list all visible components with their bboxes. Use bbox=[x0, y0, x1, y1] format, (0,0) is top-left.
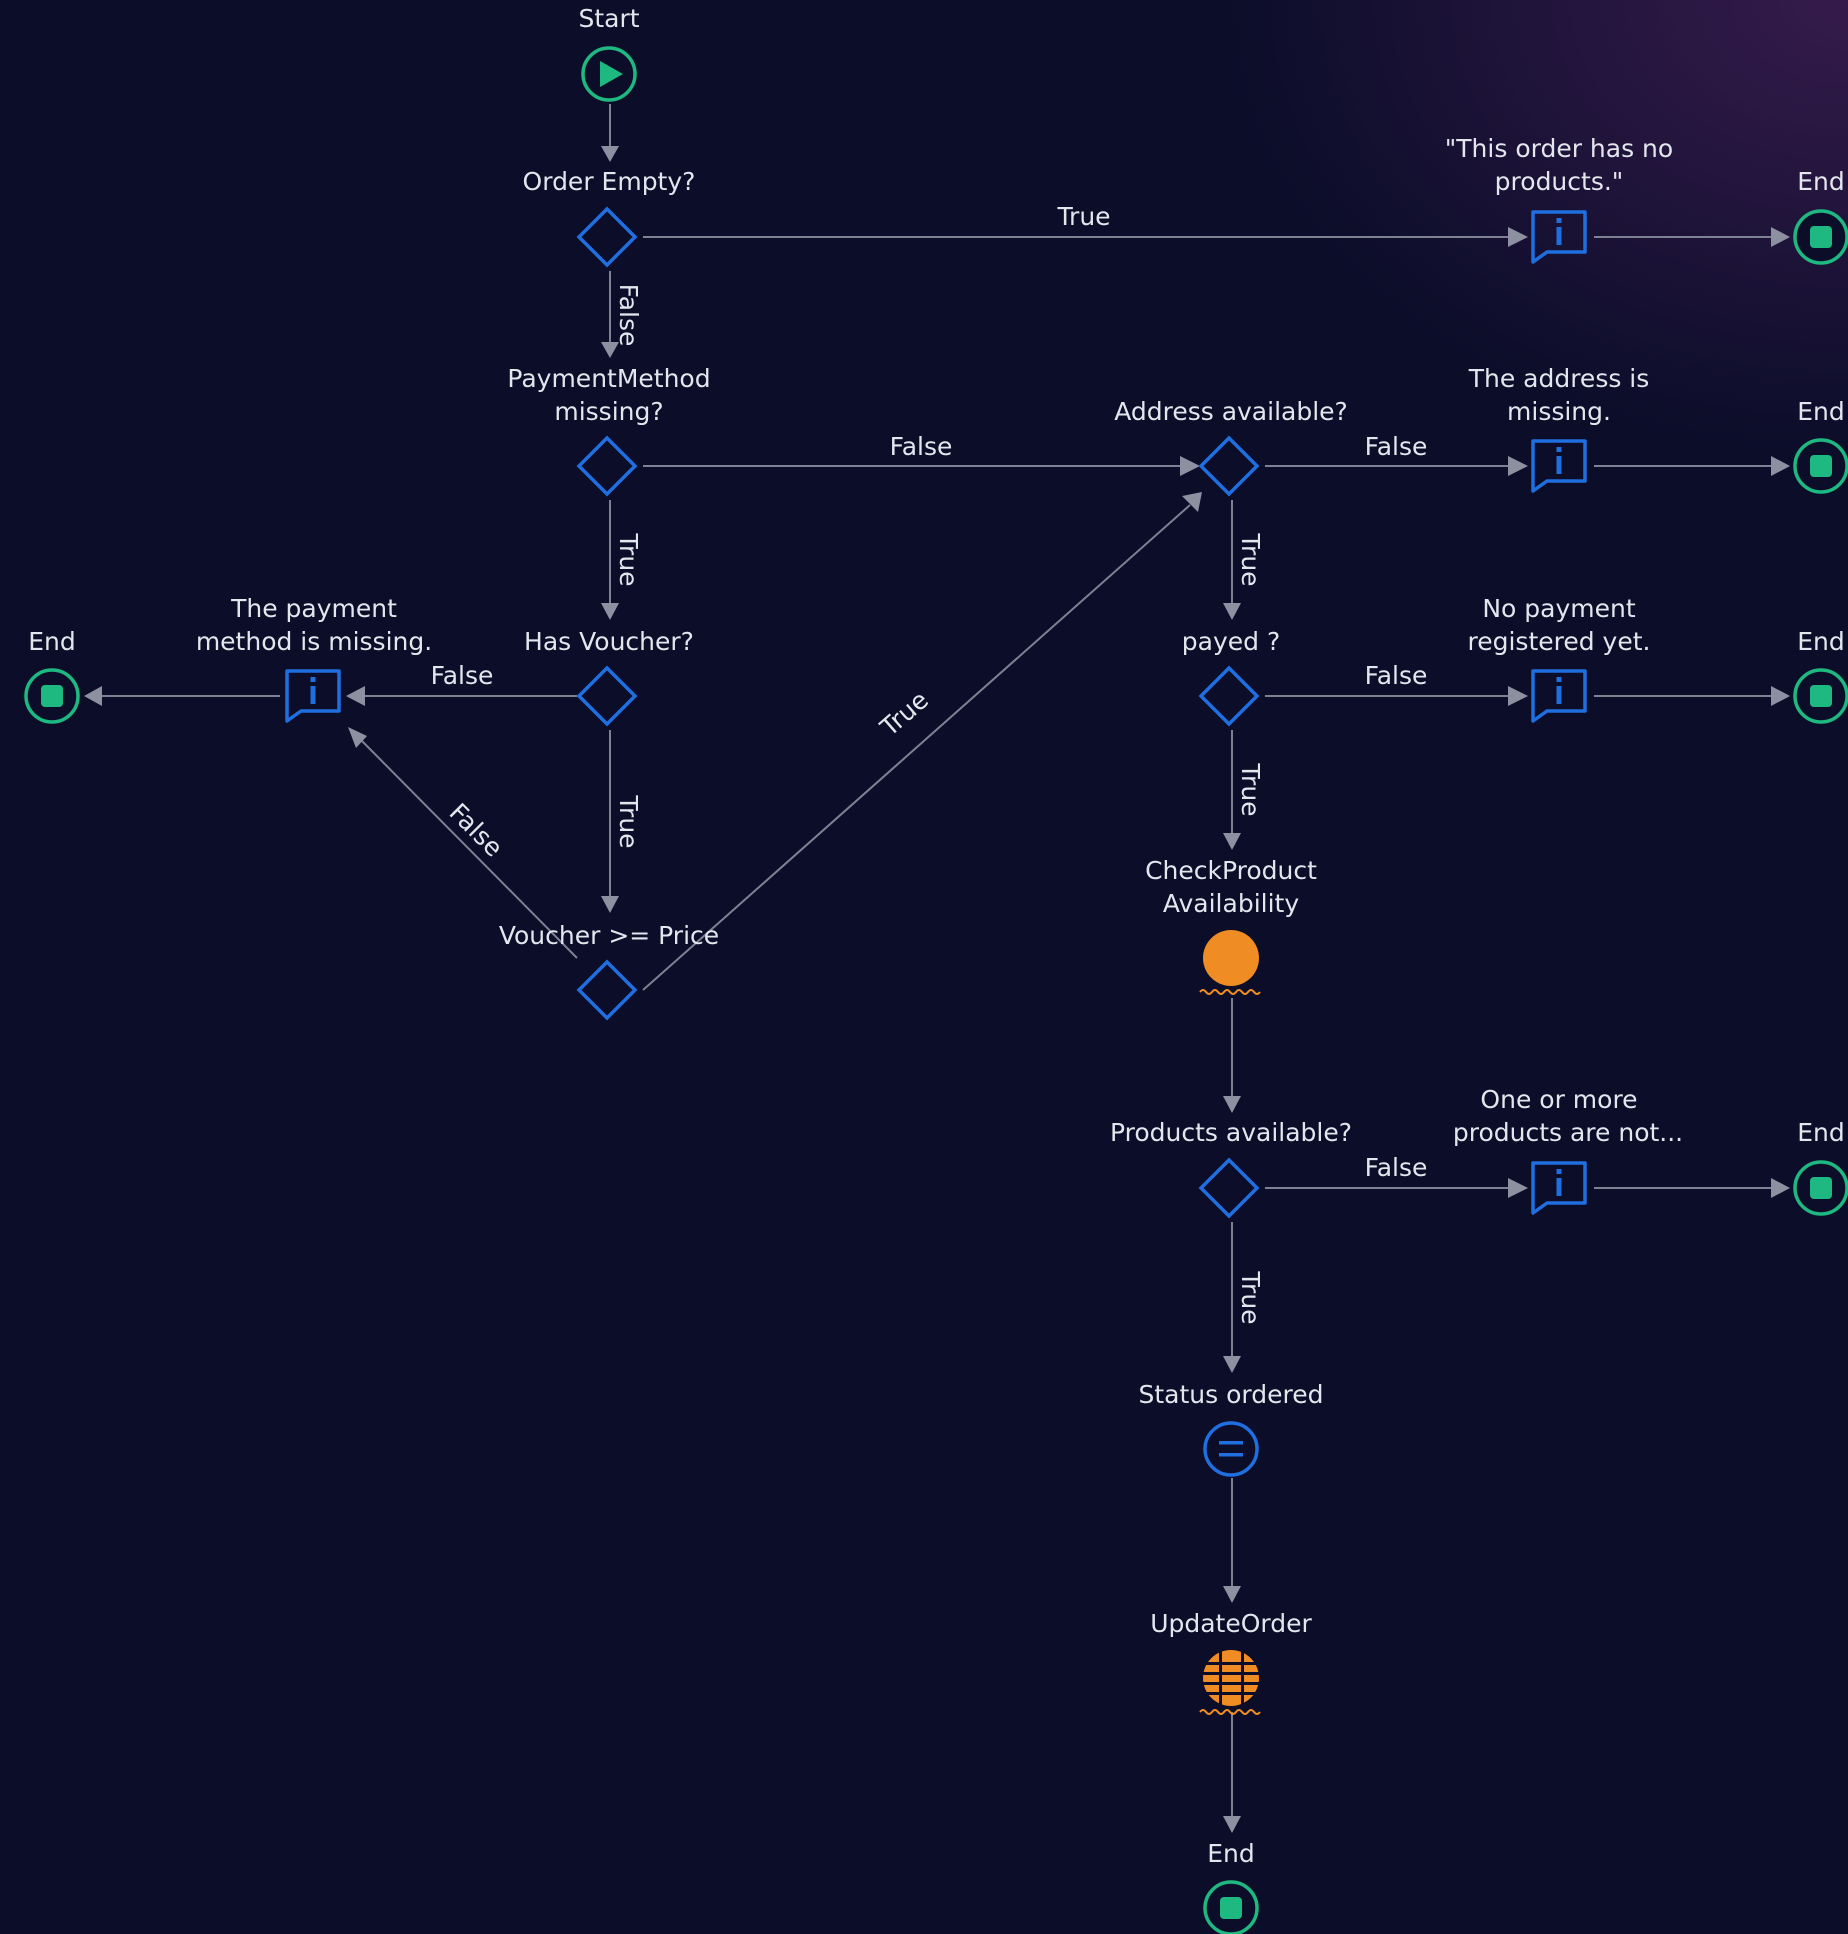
message-info-icon bbox=[1531, 439, 1587, 493]
edge-label-voucher-false: False bbox=[444, 798, 509, 863]
node-end-payment-missing[interactable]: End bbox=[24, 627, 80, 724]
node-status-ordered[interactable]: Status ordered bbox=[1139, 1380, 1324, 1477]
node-msg-products-not-label-2: products are not... bbox=[1453, 1118, 1683, 1147]
node-start[interactable]: Start bbox=[578, 4, 640, 102]
node-msg-products-not-label-1: One or more bbox=[1480, 1085, 1637, 1114]
node-address-available[interactable]: Address available? bbox=[1114, 397, 1348, 497]
edge-label-address-false: False bbox=[1365, 432, 1428, 461]
node-msg-no-products-label-2: products." bbox=[1495, 167, 1624, 196]
node-end-no-payment[interactable]: End bbox=[1793, 627, 1848, 724]
message-info-icon bbox=[1531, 1161, 1587, 1215]
message-info-icon bbox=[1531, 210, 1587, 264]
server-action-icon bbox=[1199, 930, 1261, 995]
diamond-icon bbox=[576, 435, 638, 497]
node-end-address-label: End bbox=[1797, 397, 1845, 426]
node-order-empty-label: Order Empty? bbox=[523, 167, 696, 196]
edge-label-has-voucher-true: True bbox=[614, 794, 643, 848]
edge-label-payed-false: False bbox=[1365, 661, 1428, 690]
node-payment-missing-label-1: PaymentMethod bbox=[507, 364, 710, 393]
node-end-products-not[interactable]: End bbox=[1793, 1118, 1848, 1216]
edge-label-voucher-true: True bbox=[874, 685, 934, 742]
entity-action-icon bbox=[1199, 1650, 1261, 1715]
node-end-final-label: End bbox=[1207, 1839, 1255, 1868]
edge-voucher-true[interactable] bbox=[642, 504, 1191, 991]
node-start-label: Start bbox=[578, 4, 639, 33]
edges bbox=[84, 104, 1790, 1833]
stop-icon bbox=[24, 668, 80, 724]
node-address-available-label: Address available? bbox=[1114, 397, 1348, 426]
node-payment-missing-label-2: missing? bbox=[554, 397, 663, 426]
node-end-no-products-label: End bbox=[1797, 167, 1845, 196]
node-end-no-payment-label: End bbox=[1797, 627, 1845, 656]
node-has-voucher[interactable]: Has Voucher? bbox=[524, 627, 694, 727]
node-products-available-label: Products available? bbox=[1110, 1118, 1352, 1147]
stop-icon bbox=[1793, 668, 1848, 724]
node-payed-label: payed ? bbox=[1182, 627, 1280, 656]
edge-label-products-true: True bbox=[1236, 1270, 1265, 1324]
node-check-product-label-2: Availability bbox=[1163, 889, 1299, 918]
diamond-icon bbox=[576, 959, 638, 1021]
node-msg-no-products-label-1: "This order has no bbox=[1445, 134, 1673, 163]
diamond-icon bbox=[1198, 435, 1260, 497]
node-end-address[interactable]: End bbox=[1793, 397, 1848, 494]
message-info-icon bbox=[285, 669, 341, 723]
edge-label-has-voucher-false: False bbox=[431, 661, 494, 690]
node-voucher-price[interactable]: Voucher >= Price bbox=[499, 921, 719, 1021]
node-order-empty[interactable]: Order Empty? bbox=[523, 167, 696, 268]
edge-label-payed-true: True bbox=[1236, 762, 1265, 816]
play-icon bbox=[581, 46, 637, 102]
stop-icon bbox=[1203, 1880, 1259, 1934]
node-msg-address-label-1: The address is bbox=[1468, 364, 1650, 393]
node-end-products-not-label: End bbox=[1797, 1118, 1845, 1147]
node-msg-no-payment-label-1: No payment bbox=[1482, 594, 1636, 623]
node-update-order-label: UpdateOrder bbox=[1150, 1609, 1312, 1638]
node-check-product[interactable]: CheckProduct Availability bbox=[1145, 856, 1317, 995]
node-msg-no-payment[interactable]: No payment registered yet. bbox=[1468, 594, 1651, 723]
node-msg-products-not[interactable]: One or more products are not... bbox=[1453, 1085, 1683, 1215]
message-info-icon bbox=[1531, 669, 1587, 723]
diamond-icon bbox=[1198, 665, 1260, 727]
node-check-product-label-1: CheckProduct bbox=[1145, 856, 1317, 885]
edge-label-address-true: True bbox=[1236, 532, 1265, 586]
edge-voucher-false[interactable] bbox=[357, 736, 578, 959]
node-payment-missing[interactable]: PaymentMethod missing? bbox=[507, 364, 711, 497]
stop-icon bbox=[1793, 209, 1848, 265]
node-end-final[interactable]: End bbox=[1203, 1839, 1259, 1934]
stop-icon bbox=[1793, 1160, 1848, 1216]
node-update-order[interactable]: UpdateOrder bbox=[1150, 1609, 1313, 1715]
diamond-icon bbox=[1198, 1157, 1260, 1219]
diamond-icon bbox=[576, 665, 638, 727]
edge-label-payment-missing-false: False bbox=[890, 432, 953, 461]
node-msg-no-products[interactable]: "This order has no products." bbox=[1445, 134, 1673, 264]
diamond-icon bbox=[576, 206, 638, 268]
node-msg-no-payment-label-2: registered yet. bbox=[1468, 627, 1651, 656]
node-msg-payment-missing-label-1: The payment bbox=[230, 594, 397, 623]
node-msg-address-label-2: missing. bbox=[1507, 397, 1611, 426]
edge-label-order-empty-true: True bbox=[1056, 202, 1110, 231]
edge-label-products-false: False bbox=[1365, 1153, 1428, 1182]
node-status-ordered-label: Status ordered bbox=[1139, 1380, 1324, 1409]
node-msg-payment-missing[interactable]: The payment method is missing. bbox=[196, 594, 432, 723]
assign-icon bbox=[1203, 1421, 1259, 1477]
node-payed[interactable]: payed ? bbox=[1182, 627, 1280, 727]
node-voucher-price-label: Voucher >= Price bbox=[499, 921, 719, 950]
node-msg-payment-missing-label-2: method is missing. bbox=[196, 627, 432, 656]
edge-label-order-empty-false: False bbox=[614, 284, 643, 347]
edge-label-payment-missing-true: True bbox=[614, 532, 643, 586]
stop-icon bbox=[1793, 438, 1848, 494]
node-products-available[interactable]: Products available? bbox=[1110, 1118, 1352, 1219]
node-msg-address[interactable]: The address is missing. bbox=[1468, 364, 1650, 493]
node-has-voucher-label: Has Voucher? bbox=[524, 627, 694, 656]
node-end-payment-missing-label: End bbox=[28, 627, 76, 656]
node-end-no-products[interactable]: End bbox=[1793, 167, 1848, 265]
